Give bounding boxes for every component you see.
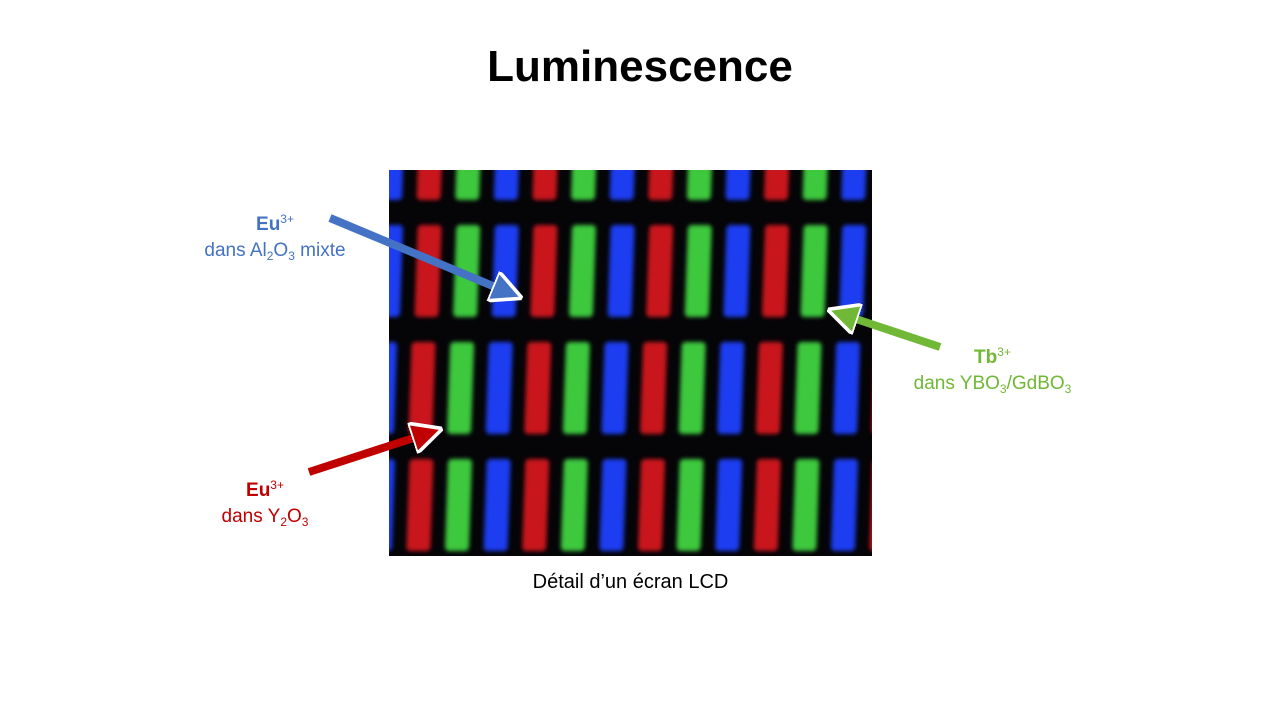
label-tb-green: Tb3+ dans YBO3/GdBO3 <box>880 345 1105 397</box>
host-subscript: 3 <box>1064 382 1072 396</box>
subpixel <box>839 225 867 317</box>
subpixel <box>530 225 558 317</box>
subpixel <box>762 225 789 317</box>
subpixel <box>609 170 637 200</box>
lcd-pixel-photo <box>389 170 872 556</box>
host-subscript: 2 <box>266 249 274 263</box>
host-subscript: 2 <box>280 515 288 529</box>
subpixel <box>800 225 828 317</box>
subpixel <box>562 342 590 434</box>
subpixel <box>389 170 406 200</box>
host-text: /GdBO <box>1006 373 1065 394</box>
host-text: O <box>287 506 302 527</box>
subpixel <box>455 170 483 200</box>
subpixel <box>485 342 513 434</box>
host-subscript: 3 <box>288 249 295 263</box>
subpixel <box>725 170 753 200</box>
ion-name: Eu <box>256 214 281 235</box>
label-eu-blue: Eu3+ dans Al2O3 mixte <box>170 212 380 264</box>
label-eu-red: Eu3+ dans Y2O3 <box>170 478 360 530</box>
host-text: dans Y <box>221 506 281 527</box>
subpixel <box>416 170 444 200</box>
host-text: dans YBO <box>913 373 1000 394</box>
subpixel <box>406 459 434 551</box>
ion-charge: 3+ <box>270 478 284 492</box>
subpixel <box>445 459 472 551</box>
host-text: dans Al <box>204 240 267 261</box>
subpixel <box>408 342 436 434</box>
subpixel <box>646 225 674 317</box>
subpixel <box>764 170 792 200</box>
subpixel <box>522 459 550 551</box>
ion-name: Tb <box>974 347 998 368</box>
subpixel <box>676 459 704 551</box>
host-subscript: 3 <box>301 515 309 529</box>
subpixel <box>753 459 781 551</box>
subpixel <box>792 459 820 551</box>
subpixel <box>560 459 588 551</box>
subpixel <box>640 342 668 434</box>
subpixel <box>755 342 783 434</box>
subpixel <box>607 225 635 317</box>
subpixel <box>447 342 475 434</box>
ion-charge: 3+ <box>997 345 1011 359</box>
subpixel <box>414 225 442 317</box>
subpixel <box>453 225 481 317</box>
subpixel <box>678 342 706 434</box>
subpixel <box>571 170 599 200</box>
image-caption: Détail d’un écran LCD <box>532 571 729 593</box>
subpixel <box>389 342 397 434</box>
slide-title: Luminescence <box>487 42 793 91</box>
subpixel <box>723 225 751 317</box>
subpixel <box>841 170 869 200</box>
subpixel <box>833 342 861 434</box>
subpixel <box>715 459 743 551</box>
subpixel <box>638 459 665 551</box>
subpixel <box>684 225 712 317</box>
host-text: O <box>273 240 289 261</box>
subpixel <box>483 459 511 551</box>
subpixel <box>569 225 596 317</box>
ion-name: Eu <box>246 480 271 501</box>
subpixel <box>831 459 858 551</box>
ion-charge: 3+ <box>280 212 294 226</box>
subpixel <box>493 170 521 200</box>
subpixel <box>524 342 552 434</box>
subpixel <box>599 459 627 551</box>
subpixel <box>717 342 745 434</box>
subpixel <box>601 342 629 434</box>
subpixel <box>794 342 822 434</box>
host-subscript: 3 <box>999 382 1007 396</box>
subpixel <box>648 170 676 200</box>
subpixel <box>686 170 714 200</box>
subpixel <box>491 225 519 317</box>
subpixel <box>802 170 830 200</box>
host-text: mixte <box>294 240 346 261</box>
subpixel <box>532 170 560 200</box>
